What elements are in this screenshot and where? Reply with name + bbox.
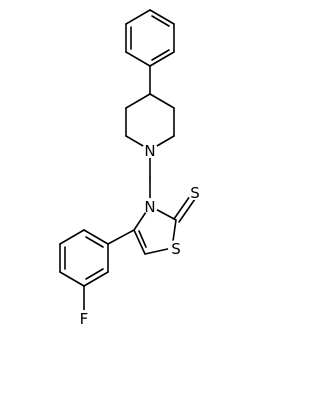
atom-label-s: S	[171, 240, 181, 258]
bond	[144, 247, 173, 255]
atom-label-s: S	[190, 184, 200, 202]
atom-s-thione: S	[187, 184, 203, 202]
bond	[125, 51, 151, 67]
atom-label-f: F	[80, 310, 89, 328]
atom-n-thiazole: N	[142, 198, 158, 216]
bond	[125, 9, 151, 25]
phenyl-ring	[125, 9, 175, 67]
bond	[133, 229, 146, 255]
bond	[59, 271, 85, 287]
bond	[59, 229, 85, 245]
bond	[83, 229, 109, 245]
fluorophenyl-ring	[59, 229, 109, 287]
atom-n-piperidine: N	[142, 142, 158, 160]
atom-label-n: N	[144, 198, 155, 216]
aromatic-inner-bond	[85, 236, 104, 248]
bond	[83, 271, 109, 287]
thiazole-fluorophenyl-bond	[107, 229, 135, 245]
atom-s-ring: S	[168, 240, 184, 258]
thione-double-bond-a	[173, 195, 191, 220]
aromatic-inner-bond	[151, 49, 170, 61]
bond	[149, 51, 175, 67]
aromatic-inner-bond	[151, 15, 170, 27]
molecule-structure-diagram: N N S S F	[59, 9, 203, 328]
atom-f: F	[76, 310, 92, 328]
bond	[125, 93, 151, 109]
c4-c5-double-inner	[138, 230, 147, 248]
atom-label-n: N	[144, 142, 155, 160]
bond	[149, 93, 175, 109]
aromatic-inner-bond	[85, 268, 104, 280]
thione-double-bond-b	[178, 198, 196, 223]
bond	[149, 9, 175, 25]
